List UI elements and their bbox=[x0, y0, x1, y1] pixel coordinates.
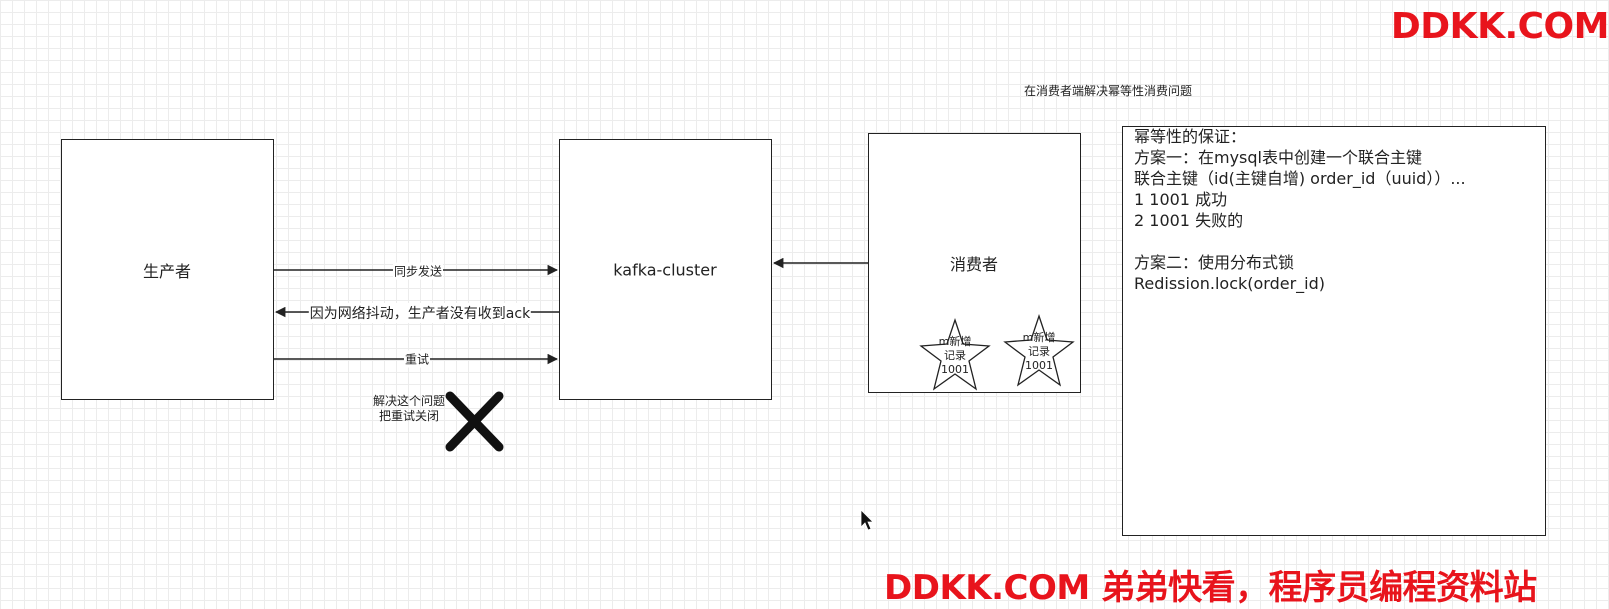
kafka-cluster-node bbox=[559, 139, 772, 400]
note-line: 方案一：在mysql表中创建一个联合主键 bbox=[1134, 148, 1422, 167]
note-line: 联合主键（id(主键自增) order_id（uuid））... bbox=[1134, 169, 1466, 188]
watermark-bottom: DDKK.COM 弟弟快看，程序员编程资料站 bbox=[884, 568, 1537, 608]
consumer-caption: 在消费者端解决幂等性消费问题 bbox=[1024, 84, 1193, 98]
producer-label: 生产者 bbox=[142, 262, 192, 281]
star-shape-icon bbox=[919, 317, 991, 391]
sync-send-label: 同步发送 bbox=[392, 262, 444, 280]
producer-node bbox=[61, 139, 274, 400]
star-text-1: m新增 记录 1001 bbox=[938, 335, 972, 376]
solve-annotation: 解决这个问题 把重试关闭 bbox=[373, 394, 445, 424]
cluster-label: kafka-cluster bbox=[613, 260, 717, 280]
mouse-pointer-icon bbox=[860, 509, 874, 531]
consumer-label: 消费者 bbox=[949, 255, 999, 274]
note-line bbox=[1134, 231, 1466, 252]
solve-line-1: 解决这个问题 bbox=[373, 394, 446, 408]
x-mark-icon bbox=[445, 391, 504, 452]
note-line: 2 1001 失败的 bbox=[1134, 211, 1244, 230]
idempotency-note-box bbox=[1122, 126, 1546, 536]
retry-label: 重试 bbox=[403, 350, 431, 368]
note-line: Redission.lock(order_id) bbox=[1134, 274, 1326, 293]
solve-line-2: 把重试关闭 bbox=[379, 409, 440, 423]
note-line: 方案二：使用分布式锁 bbox=[1134, 253, 1295, 272]
note-line: 幂等性的保证： bbox=[1134, 127, 1247, 146]
star-text-2: m新增 记录 1001 bbox=[1022, 331, 1056, 372]
watermark-top: DDKK.COM bbox=[1390, 6, 1609, 47]
network-jitter-label: 因为网络抖动，生产者没有收到ack bbox=[308, 303, 532, 323]
star-shape-icon bbox=[1003, 313, 1075, 387]
note-line: 1 1001 成功 bbox=[1134, 190, 1228, 209]
idempotency-note: 幂等性的保证： 方案一：在mysql表中创建一个联合主键 联合主键（id(主键自… bbox=[1134, 126, 1466, 294]
